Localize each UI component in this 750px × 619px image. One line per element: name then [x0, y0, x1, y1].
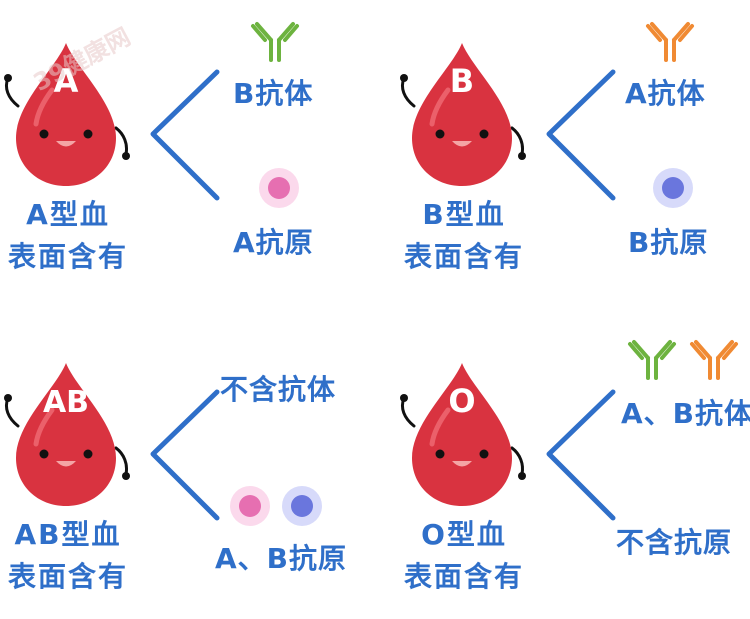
contains-label: 表面含有	[7, 240, 128, 273]
blood-type-letter: B	[450, 62, 474, 100]
antibody-icon-wrapper	[644, 12, 696, 68]
blood-drop-body	[412, 363, 512, 506]
antibody-label: A抗体	[625, 77, 706, 110]
blood-drop: AB	[0, 318, 138, 517]
bracket-container	[145, 68, 230, 207]
antibody-label: 不含抗体	[220, 373, 337, 406]
blood-type-panel: O O型血表面含有	[396, 320, 750, 619]
antigen-label: A、B抗原	[215, 542, 348, 575]
blood-drop-character: B	[400, 43, 526, 186]
blood-type-panel: B B型血表面含有	[396, 0, 750, 299]
antibody-icon-orange	[690, 340, 738, 380]
branch-bracket	[546, 69, 616, 201]
antibody-icon-wrapper	[626, 330, 678, 386]
contains-label: 表面含有	[7, 560, 128, 593]
blood-type-label: B型血	[422, 198, 506, 231]
blood-drop-body	[16, 363, 116, 506]
blood-drop-character: A	[4, 43, 130, 186]
antigen-icon-pink	[259, 168, 299, 208]
blood-drop: A	[0, 0, 138, 197]
antibody-label: B抗体	[233, 77, 314, 110]
blood-type-label: O型血	[421, 518, 507, 551]
blood-drop-character: O	[400, 363, 526, 506]
antibody-icon-wrapper	[249, 12, 301, 68]
contains-label: 表面含有	[403, 240, 524, 273]
antibody-icon-green	[628, 340, 676, 380]
antigen-icon-wrapper	[280, 484, 324, 532]
bracket-container	[541, 388, 626, 527]
antibody-icon-wrapper	[688, 330, 740, 386]
antigen-icon-wrapper	[651, 166, 695, 214]
antigen-icon-wrapper	[257, 166, 301, 214]
antigen-icon-blue	[653, 168, 693, 208]
contains-label: 表面含有	[403, 560, 524, 593]
blood-drop-character: AB	[4, 363, 130, 506]
antigen-icon-blue	[282, 486, 322, 526]
blood-type-letter: AB	[43, 385, 89, 420]
blood-type-panel: AB AB型血表面含有	[0, 320, 375, 619]
blood-type-panel: A A型血表面含有	[0, 0, 375, 299]
blood-type-letter: O	[448, 382, 475, 420]
blood-drop-body	[412, 43, 512, 186]
blood-drop-body	[16, 43, 116, 186]
bracket-container	[145, 388, 230, 527]
antigen-label: 不含抗原	[616, 526, 733, 559]
blood-drop: B	[394, 0, 534, 197]
antibody-icon-green	[251, 22, 299, 62]
branch-bracket	[546, 389, 616, 521]
bracket-container	[541, 68, 626, 207]
antigen-label: B抗原	[628, 226, 709, 259]
antibody-label: A、B抗体	[621, 397, 750, 430]
branch-bracket	[150, 69, 220, 201]
antigen-icon-wrapper	[228, 484, 272, 532]
antigen-label: A抗原	[233, 226, 314, 259]
antibody-icon-orange	[646, 22, 694, 62]
branch-bracket	[150, 389, 220, 521]
blood-type-label: AB型血	[14, 518, 122, 551]
antigen-icon-pink	[230, 486, 270, 526]
blood-drop: O	[394, 318, 534, 517]
blood-type-letter: A	[54, 62, 79, 100]
blood-type-label: A型血	[26, 198, 110, 231]
